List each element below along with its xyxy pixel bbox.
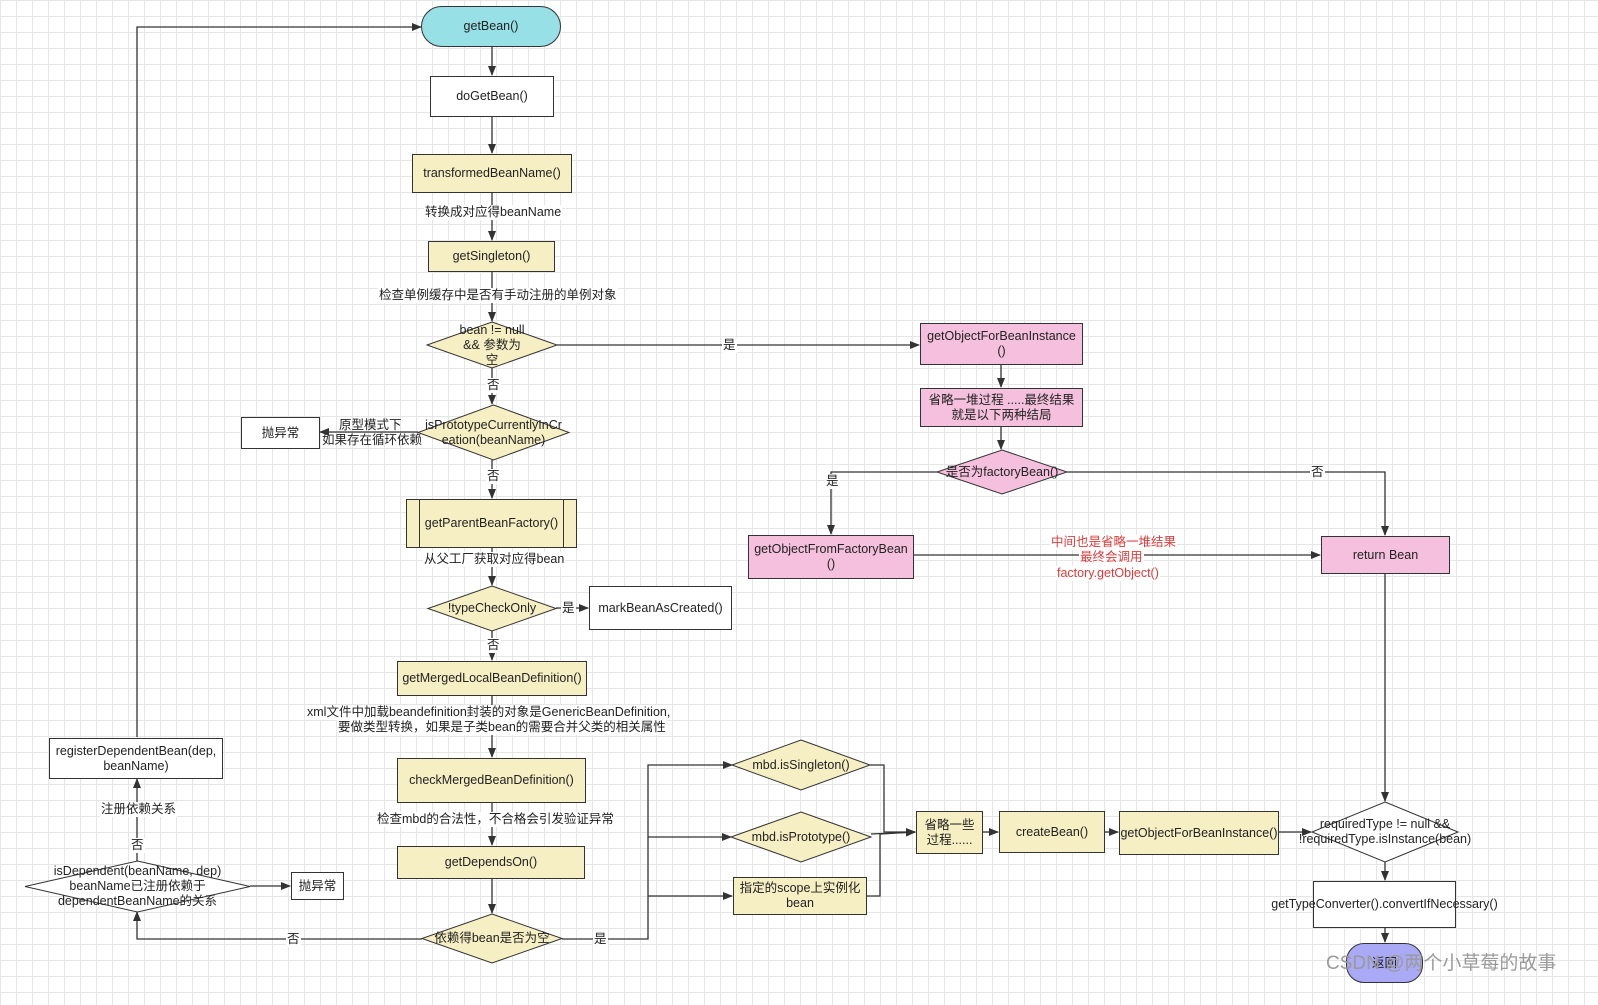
node-label: getMergedLocalBeanDefinition() — [402, 671, 582, 685]
return-bean-node: return Bean — [1321, 536, 1450, 574]
return-end-node: 返回 — [1346, 943, 1423, 983]
node-label: getBean() — [463, 19, 519, 33]
node-label: doGetBean() — [456, 89, 528, 103]
node-label: getDependsOn() — [444, 855, 538, 869]
getmergedlocalbeandefinition-node: getMergedLocalBeanDefinition() — [397, 661, 587, 696]
node-label: createBean() — [1015, 824, 1089, 839]
checkmergedbeandefinition-node: checkMergedBeanDefinition() — [397, 758, 586, 803]
is-prototype-decision: isPrototypeCurrentlyInCreation(beanName) — [416, 404, 571, 461]
bean-not-null-decision: bean != null && 参数为空 — [425, 321, 559, 369]
gettypeconverter-node: getTypeConverter().convertIfNecessary() — [1271, 881, 1498, 928]
edge-label: 检查mbd的合法性，不合格会引发验证异常 — [376, 812, 615, 827]
decision-label: isPrototypeCurrentlyInCreation(beanName) — [425, 417, 562, 447]
edge-label: 否 — [286, 932, 301, 947]
edge-label: 最终会调用 — [1079, 550, 1144, 565]
edge-label: 检查单例缓存中是否有手动注册的单例对象 — [378, 288, 618, 303]
edge-label: 是 — [561, 601, 576, 616]
getbean-start: getBean() — [421, 6, 561, 47]
node-label: 返回 — [1371, 955, 1397, 970]
getdependson-node: getDependsOn() — [397, 846, 585, 879]
throw-exception-node: 抛异常 — [241, 417, 320, 449]
decision-label: mbd.isPrototype() — [751, 829, 851, 844]
edge-label: 否 — [1310, 465, 1325, 480]
node-label: registerDependentBean(dep, beanName) — [55, 743, 217, 773]
createbean-node: createBean() — [999, 811, 1105, 853]
edge-label: 中间也是省略一堆结果 — [1050, 535, 1178, 550]
is-factorybean-decision: 是否为factoryBean() — [935, 449, 1069, 495]
node-label: 抛异常 — [298, 878, 337, 893]
node-label: getParentBeanFactory() — [424, 516, 559, 530]
decision-label: requiredType != null && !requiredType.is… — [1298, 817, 1472, 846]
node-label: 指定的scope上实例化bean — [739, 881, 861, 910]
decision-label: mbd.isSingleton() — [752, 757, 850, 772]
getparentbeanfactory-node: getParentBeanFactory() — [406, 499, 577, 548]
node-label: return Bean — [1352, 547, 1419, 562]
edge — [827, 471, 937, 535]
edge — [1067, 471, 1389, 536]
edge-label: 转换成对应得beanName — [424, 205, 563, 220]
node-label: getObjectForBeanInstance() — [927, 329, 1076, 358]
mbd-issingleton-decision: mbd.isSingleton() — [730, 739, 872, 791]
edge-label: 否 — [486, 638, 501, 653]
node-label: checkMergedBeanDefinition() — [409, 773, 574, 787]
edge — [133, 911, 422, 940]
edge-label: 是 — [722, 338, 737, 353]
throw-exception-bottom-node: 抛异常 — [291, 872, 344, 900]
required-type-decision: requiredType != null && !requiredType.is… — [1299, 801, 1471, 863]
edge-label: 否 — [486, 469, 501, 484]
edge-label: 是 — [825, 474, 840, 489]
node-label: getObjectForBeanInstance() — [1120, 825, 1278, 840]
getobjectforbeaninstance-top-node: getObjectForBeanInstance() — [920, 323, 1083, 365]
dogetbean-node: doGetBean() — [430, 76, 554, 117]
decision-label: !typeCheckOnly — [447, 601, 537, 615]
markbeanascreated-node: markBeanAsCreated() — [589, 586, 732, 630]
node-label: markBeanAsCreated() — [598, 600, 723, 615]
omit-results-node: 省略一堆过程 .....最终结果就是以下两种结局 — [920, 388, 1083, 427]
decision-label: isDependent(beanName, dep) beanName已注册依赖… — [53, 864, 222, 908]
node-label: transformedBeanName() — [423, 166, 561, 180]
registerdependentbean-node: registerDependentBean(dep, beanName) — [49, 738, 223, 779]
edge-label: factory.getObject() — [1056, 566, 1160, 581]
edge-label: 原型模式下 — [339, 418, 402, 432]
edge — [867, 828, 916, 897]
edge — [136, 23, 422, 737]
scope-bean-node: 指定的scope上实例化bean — [733, 877, 867, 915]
edge — [562, 761, 733, 940]
edge-label: 要做类型转换，如果是子类bean的需要合并父类的相关属性 — [337, 720, 667, 735]
edge-label: 注册依赖关系 — [100, 802, 178, 817]
node-label: 省略一些过程...... — [924, 817, 975, 847]
edge-label: 是 — [593, 932, 608, 947]
edge — [870, 764, 916, 836]
edge-label: 从父工厂获取对应得bean — [423, 552, 566, 567]
getobjectforbeaninstance-bottom-node: getObjectForBeanInstance() — [1119, 811, 1279, 855]
decision-label: 依赖得bean是否为空 — [434, 931, 550, 945]
edge-label: 如果存在循环依赖 — [322, 433, 423, 447]
node-label: getObjectFromFactoryBean() — [754, 542, 908, 571]
typecheckonly-decision: !typeCheckOnly — [426, 585, 558, 632]
is-dependent-decision: isDependent(beanName, dep) beanName已注册依赖… — [24, 860, 251, 913]
transformedbeanname-node: transformedBeanName() — [412, 154, 572, 193]
edge-label: xml文件中加载beandefinition封装的对象是GenericBeanD… — [306, 705, 672, 720]
edge-label: 否 — [130, 838, 145, 853]
depends-empty-decision: 依赖得bean是否为空 — [420, 913, 564, 964]
node-label: 抛异常 — [261, 425, 300, 440]
watermark: CSDN @两个小草莓的故事 — [1326, 953, 1557, 974]
decision-label: 是否为factoryBean() — [945, 464, 1059, 479]
node-label: getSingleton() — [452, 249, 531, 263]
getsingleton-node: getSingleton() — [428, 241, 555, 272]
decision-label: bean != null && 参数为空 — [459, 322, 525, 367]
node-label: 省略一堆过程 .....最终结果就是以下两种结局 — [928, 392, 1075, 422]
mbd-isprototype-decision: mbd.isPrototype() — [729, 811, 873, 863]
omit-process-node: 省略一些过程...... — [916, 811, 983, 854]
node-label: getTypeConverter().convertIfNecessary() — [1271, 897, 1498, 911]
getobjectfromfactorybean-node: getObjectFromFactoryBean() — [748, 535, 914, 579]
edge-label: 否 — [486, 378, 501, 393]
